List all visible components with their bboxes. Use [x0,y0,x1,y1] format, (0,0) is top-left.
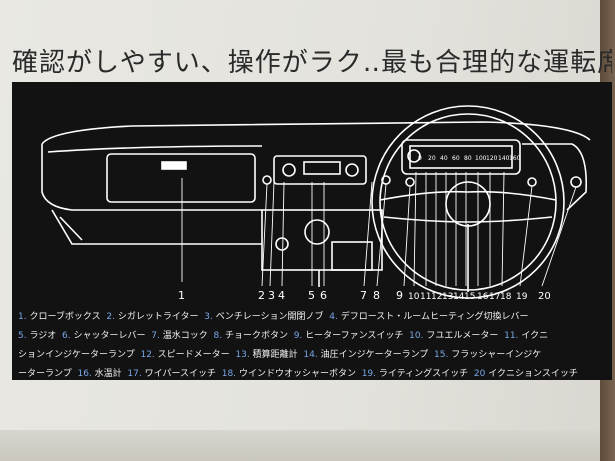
legend-number: 7. [151,331,160,341]
dashboard-drawing: 0 20 40 60 80 100 120 140 160 1 2 3 4 5 … [41,105,591,302]
headline: 確認がしやすい、操作がラク‥最も合理的な運転席 [12,48,612,78]
callout-number: 4 [278,289,285,302]
speedometer-tick: 40 [440,155,448,162]
callout-number: 9 [396,289,403,302]
legend-number: 15. [434,350,449,360]
legend-label: 水温計 [94,369,122,379]
legend-number: 5. [18,331,27,341]
legend-number: 11. [504,331,519,341]
dashboard-illustration-panel: 0 20 40 60 80 100 120 140 160 1 2 3 4 5 … [12,82,612,380]
legend-label: シガレットライター [117,312,199,322]
parts-legend: 1. クローブボックス 2. シガレットライター 3. ベンチレーション開閉ノブ… [18,308,600,384]
legend-label: ワイパースイッチ [144,369,216,379]
speedometer-tick: 20 [428,155,436,162]
legend-number: 2. [106,312,115,322]
speedometer-tick: 80 [464,155,472,162]
callout-number: 16 [477,292,489,302]
callout-number: 13 [442,292,453,302]
callout-number: 5 [308,289,315,302]
callout-number: 17 [489,292,500,302]
legend-number: 20 [473,369,486,379]
legend-label: フユエルメーター [426,331,499,341]
callout-number: 8 [373,289,380,302]
legend-label: ヒーターファンスイッチ [305,331,404,341]
speedometer-tick: 140 [498,155,510,162]
legend-label: フラッシャーインジケ [451,350,542,360]
legend-label: ラジオ [29,331,57,341]
legend-row: ションインジケーターランプ 12. スピードメーター 13. 積算距離計 14.… [18,346,600,365]
legend-number: 9. [293,331,303,341]
speedometer-tick: 120 [486,155,498,162]
callout-number: 11 [420,292,431,302]
legend-label: ションインジケーターランプ [18,350,135,360]
legend-label: 油圧インジケーターランプ [320,350,429,360]
speedometer-tick: 100 [475,155,487,162]
speedometer-tick: 0 [418,155,422,162]
legend-number: 4. [329,312,338,322]
legend-number: 6. [62,331,71,341]
legend-number: 13. [235,350,250,360]
legend-label: イクニ [521,331,549,341]
legend-label: シャッターレバー [73,331,146,341]
callout-number: 12 [431,292,442,302]
speedometer-tick: 160 [509,155,521,162]
callout-number: 18 [500,292,512,302]
legend-label: 温水コック [162,331,208,341]
legend-row: 5. ラジオ 6. シャッターレバー 7. 温水コック 8. チョークボタン 9… [18,327,600,346]
callout-number: 15 [464,292,475,302]
legend-row: ーターランプ 16. 水温計 17. ワイパースイッチ 18. ウインドウオッシ… [18,365,600,384]
callout-number: 7 [360,289,367,302]
legend-number: 10. [409,331,424,341]
callout-number: 3 [268,289,275,302]
legend-number: 17. [127,369,142,379]
legend-label: チョークボタン [224,331,288,341]
speedometer-tick: 60 [452,155,460,162]
legend-number: 12. [140,350,155,360]
legend-label: スピードメーター [157,350,230,360]
legend-label: デフロースト・ルームヒーティング切換レバー [340,312,529,322]
legend-label: イクニションスイッチ [488,369,578,379]
callout-number: 2 [258,289,265,302]
legend-label: ベンチレーション開閉ノブ [215,312,324,322]
legend-label: ーターランプ [18,369,72,379]
legend-number: 19. [361,369,377,379]
legend-number: 8. [213,331,223,341]
page-bottom-shadow [0,430,600,461]
legend-number: 16. [77,369,92,379]
callout-number: 10 [408,292,420,302]
legend-label: 積算距離計 [252,350,298,360]
legend-label: クローブボックス [29,312,101,322]
legend-number: 1. [18,312,27,322]
legend-number: 3. [204,312,213,322]
legend-label: ライティングスイッチ [378,369,469,379]
legend-row: 1. クローブボックス 2. シガレットライター 3. ベンチレーション開閉ノブ… [18,308,600,327]
legend-number: 14. [303,350,318,360]
callout-number: 19 [516,292,528,302]
legend-label: ウインドウオッシャーボタン [238,369,356,379]
callout-number: 1 [178,289,185,302]
callout-number: 6 [320,289,327,302]
callout-number: 20 [538,291,551,302]
callout-number: 14 [453,292,465,302]
legend-number: 18. [221,369,237,379]
